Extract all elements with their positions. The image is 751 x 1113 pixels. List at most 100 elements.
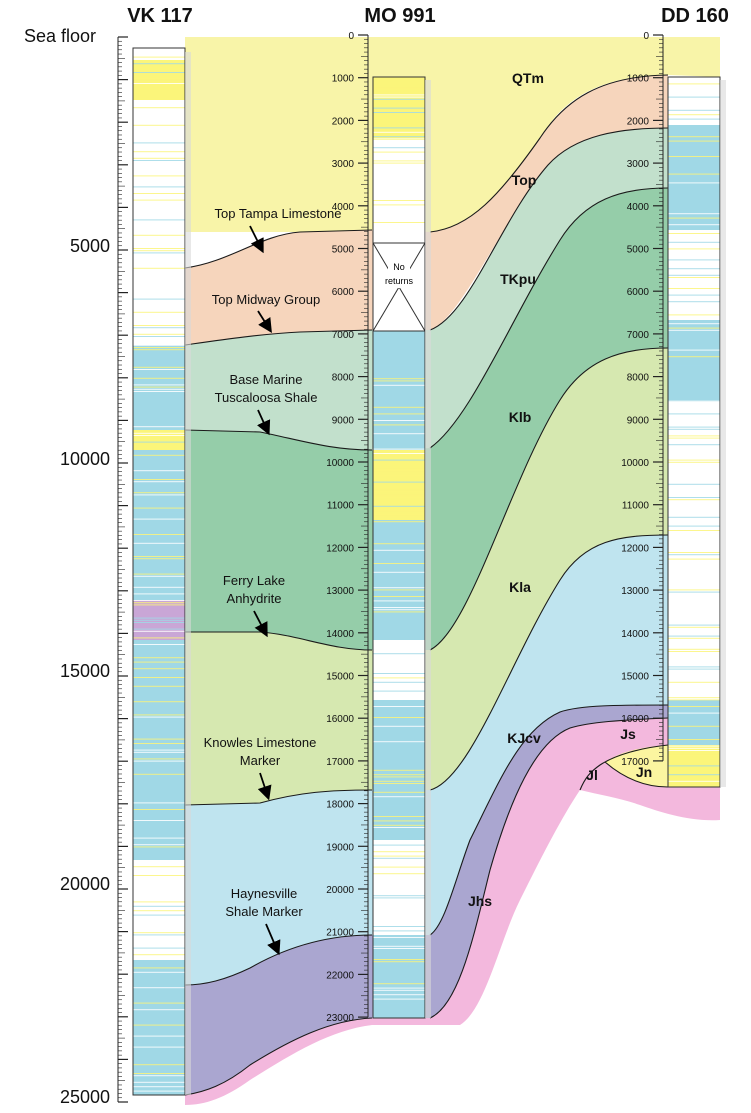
strata-stripe (133, 758, 185, 760)
boundary-jl (579, 744, 669, 791)
strata-stripe (373, 424, 425, 426)
strata-stripe (668, 211, 720, 212)
strata-stripe (133, 322, 185, 324)
left-tick-label-5000: 5000 (70, 236, 110, 256)
strata-stripe (373, 222, 425, 223)
unit-top-band (185, 75, 668, 345)
strata-stripe (668, 635, 720, 637)
strata-stripe (668, 136, 720, 138)
strata-stripe (373, 673, 425, 674)
strata-stripe (668, 679, 720, 681)
strata-stripe (373, 591, 425, 593)
strata-stripe (133, 677, 185, 678)
strata-sand (133, 720, 185, 860)
strata-stripe (373, 866, 425, 868)
strata-stripe (133, 586, 185, 588)
well-vk117-column (132, 47, 191, 1096)
strata-stripe (668, 501, 720, 503)
strata-stripe (373, 928, 425, 930)
strata-stripe (373, 774, 425, 776)
strata-stripe (373, 109, 425, 111)
strata-stripe (668, 745, 720, 747)
strata-shale (133, 48, 185, 60)
strata-stripe (133, 492, 185, 494)
strata-sand (373, 331, 425, 450)
strata-stripe (373, 706, 425, 707)
strata-stripe (133, 600, 185, 601)
strata-stripe (133, 164, 185, 166)
well-title-mo991: MO 991 (364, 5, 435, 27)
strata-stripe (668, 708, 720, 710)
strata-stripe (133, 232, 185, 234)
strata-stripe (668, 140, 720, 142)
strata-stripe (373, 743, 425, 745)
strata-stripe (133, 846, 185, 848)
strata-stripe (373, 666, 425, 668)
strata-stripe (373, 897, 425, 899)
unit-label-qtm: QTm (512, 70, 544, 86)
boundary-ferry-right (429, 347, 669, 651)
strata-stripe (668, 538, 720, 540)
strata-stripe (668, 307, 720, 309)
scale-label: 11000 (622, 501, 650, 512)
strata-stripe (133, 795, 185, 797)
scale-label: 2000 (332, 116, 355, 127)
strata-stripe (133, 435, 185, 436)
strata-stripe (373, 681, 425, 683)
strata-stripe (133, 967, 185, 969)
strata-stripe (668, 554, 720, 556)
strata-stripe (373, 96, 425, 98)
strata-stripe (668, 618, 720, 619)
strata-stripe (668, 494, 720, 496)
strata-stripe (373, 470, 425, 472)
strata-stripe (668, 446, 720, 448)
strata-stripe (668, 224, 720, 226)
strata-stripe (668, 288, 720, 289)
strata-stripe (373, 358, 425, 360)
strata-stripe (373, 723, 425, 725)
strata-stripe (133, 316, 185, 318)
strata-stripe (373, 156, 425, 157)
strata-stripe (133, 175, 185, 177)
strata-stripe (373, 741, 425, 743)
strata-stripe (668, 103, 720, 105)
strata-stripe (373, 107, 425, 109)
unit-jhs-band (185, 705, 668, 1095)
strata-stripe (668, 259, 720, 261)
strata-stripe (373, 622, 425, 624)
strata-stripe (668, 543, 720, 545)
strata-stripe (133, 575, 185, 577)
strata-stripe (668, 371, 720, 373)
strata-stripe (133, 292, 185, 293)
strata-stripe (133, 454, 185, 456)
unit-label-jl: Jl (586, 767, 598, 783)
strata-stripe (133, 701, 185, 703)
strata-stripe (133, 802, 185, 804)
scale-label: 8000 (627, 373, 650, 384)
strata-stripe (668, 426, 720, 428)
strata-stripe (133, 729, 185, 731)
strata-stripe (373, 200, 425, 201)
strata-stripe (133, 622, 185, 623)
strata-stripe (668, 739, 720, 740)
strata-stripe (373, 989, 425, 991)
strata-stripe (133, 604, 185, 606)
scale-label: 2000 (627, 116, 650, 127)
scale-label: 3000 (332, 159, 355, 170)
strata-stripe (133, 593, 185, 595)
strata-stripe (133, 388, 185, 390)
strata-stripe (373, 448, 425, 450)
strata-stripe (133, 349, 185, 351)
strata-stripe (133, 395, 185, 397)
strata-stripe (133, 265, 185, 267)
strata-stripe (133, 901, 185, 903)
scale-label: 10000 (621, 458, 649, 469)
strata-stripe (133, 941, 185, 942)
strata-shale (373, 640, 425, 700)
strata-stripe (133, 193, 185, 194)
strata-stripe (373, 717, 425, 718)
scale-label: 1000 (627, 74, 650, 85)
scale-label: 17000 (326, 757, 354, 768)
strata-stripe (668, 435, 720, 437)
strata-stripe (668, 413, 720, 415)
